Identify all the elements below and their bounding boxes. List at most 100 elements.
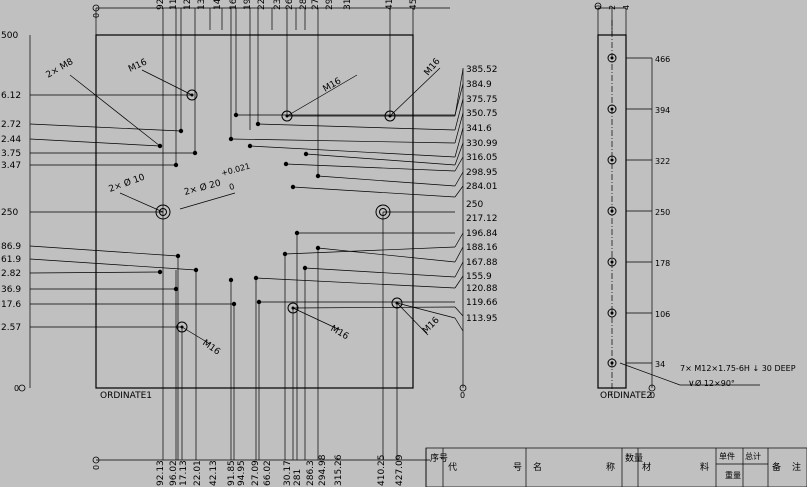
hole-m16-f xyxy=(391,297,403,309)
side-dim-label: 106 xyxy=(655,310,670,319)
origin-zero-bottom: 0 xyxy=(92,465,101,470)
left-dim-label: 2.57 xyxy=(1,323,21,333)
callout-m16-b: M16 xyxy=(322,76,344,94)
right-dim-label: 375.75 xyxy=(466,95,498,105)
hole-phi10-b-inner xyxy=(379,208,387,216)
origin-zero-side: 0 xyxy=(650,391,655,400)
right-dim-label: 284.01 xyxy=(466,182,498,192)
hole-phi10-a xyxy=(155,204,171,220)
left-dim-label: 36.9 xyxy=(1,285,21,295)
left-dim-label: 86.9 xyxy=(1,242,21,252)
hole-m16-e xyxy=(287,302,299,314)
callout-m16-d: M16 xyxy=(200,338,222,357)
side-dim-label: 250 xyxy=(655,208,670,217)
right-dim-label: 298.95 xyxy=(466,168,498,178)
side-hole-2 xyxy=(607,104,617,114)
chamfer-note: Ø 12×90° xyxy=(695,378,735,388)
bottom-dim-label: 66.02 xyxy=(263,460,273,486)
callout-phi10: 2× Ø 10 xyxy=(107,172,146,195)
side-dim-label: 466 xyxy=(655,55,670,64)
right-dim-label: 385.52 xyxy=(466,65,498,75)
ordinate1-label: ORDINATE1 xyxy=(100,391,152,401)
left-dim-label: 2.44 xyxy=(1,135,21,145)
top-dim-label: 41 xyxy=(385,0,395,10)
left-dim-label: 2.72 xyxy=(1,120,21,130)
callout-tol-upper: +0.021 xyxy=(220,162,251,178)
right-dim-label: 341.6 xyxy=(466,124,492,134)
bottom-dim-label: 17.13 xyxy=(179,460,189,486)
bottom-dim-label: 30.17 xyxy=(283,460,293,486)
origin-zero-top: 0 xyxy=(92,13,101,18)
right-dim-label: 113.95 xyxy=(466,314,498,324)
header-name-2: 称 xyxy=(606,461,615,473)
top-dim-label: 28 xyxy=(299,0,309,10)
bottom-dim-label: 286.3 xyxy=(306,460,316,486)
side-hole-3 xyxy=(607,155,617,165)
top-dim-label: 23 xyxy=(273,0,283,10)
bottom-dim-label: 96.02 xyxy=(169,460,179,486)
callout-phi20: 2× Ø 20 xyxy=(183,177,222,197)
top-dim-label: 19 xyxy=(243,0,253,10)
header-material-1: 材 xyxy=(642,461,651,473)
side-dim-label: 178 xyxy=(655,259,670,268)
side-hole-7 xyxy=(607,358,617,368)
side-hole-1 xyxy=(607,53,617,63)
header-total: 总计 xyxy=(745,451,761,461)
header-remark-2: 注 xyxy=(792,461,801,473)
bottom-dim-label: 410.25 xyxy=(377,455,387,487)
hole-phi10-b xyxy=(375,204,391,220)
callout-m16-c: M16 xyxy=(423,57,443,78)
bottom-dim-label: 91.85 xyxy=(227,460,237,486)
bottom-dim-label: 42.13 xyxy=(209,460,219,486)
top-dim-label: 22 xyxy=(257,0,267,10)
top-dim-label: 13 xyxy=(197,0,207,10)
callout-tol-lower: 0 xyxy=(228,182,235,192)
top-dim-label: 11 xyxy=(169,0,179,10)
left-dim-label: 3.75 xyxy=(1,149,21,159)
header-seq-1: 序号 xyxy=(430,452,448,464)
hole-m16-a xyxy=(186,89,198,101)
header-code-2: 号 xyxy=(513,462,522,473)
left-dim-label: 3.47 xyxy=(1,161,21,171)
main-plate-outline xyxy=(95,34,414,389)
right-dim-label: 250 xyxy=(466,200,483,210)
right-dim-label: 350.75 xyxy=(466,109,498,119)
side-dim-label: 322 xyxy=(655,157,670,166)
header-material-2: 料 xyxy=(700,461,709,473)
side-top-label: 0 xyxy=(594,5,603,10)
right-dim-label: 316.05 xyxy=(466,153,498,163)
side-hole-5 xyxy=(607,257,617,267)
right-dim-label: 217.12 xyxy=(466,214,498,224)
top-dim-label: 12 xyxy=(183,0,193,10)
top-dim-label: 31 xyxy=(343,0,353,10)
bottom-dim-label: 92.13 xyxy=(156,460,166,486)
hole-m16-c xyxy=(384,110,396,122)
left-dim-label: 500 xyxy=(1,31,18,41)
left-dim-label: 6.12 xyxy=(1,91,21,101)
bottom-dim-label: 315.26 xyxy=(334,454,344,486)
hole-m16-b xyxy=(281,110,293,122)
left-dim-label: 250 xyxy=(1,208,18,218)
header-qty: 数量 xyxy=(625,452,643,464)
right-dim-label: 384.9 xyxy=(466,80,492,90)
bottom-dim-label: 427.09 xyxy=(395,454,405,486)
side-dim-label: 34 xyxy=(655,360,665,369)
left-dim-label: 2.82 xyxy=(1,269,21,279)
right-dim-label: 196.84 xyxy=(466,229,498,239)
right-dim-label: 155.9 xyxy=(466,272,492,282)
left-dim-label: 61.9 xyxy=(1,255,21,265)
ordinate2-label: ORDINATE2 xyxy=(600,391,652,401)
top-dim-label: 45 xyxy=(409,0,419,10)
hole-phi10-a-inner xyxy=(159,208,167,216)
bottom-dim-label: 94.95 xyxy=(237,460,247,486)
top-dim-label: 16 xyxy=(229,0,239,10)
top-dim-label: 92 xyxy=(156,0,166,10)
header-name-1: 名 xyxy=(533,461,542,473)
header-unit: 单件 xyxy=(719,451,735,461)
thread-note: 7× M12×1.75-6H ↓ 30 DEEP xyxy=(680,364,796,373)
side-hole-6 xyxy=(607,308,617,318)
top-dim-label: 14 xyxy=(213,0,223,10)
right-dim-label: 120.88 xyxy=(466,284,498,294)
bottom-dim-label: 281 xyxy=(293,469,303,486)
